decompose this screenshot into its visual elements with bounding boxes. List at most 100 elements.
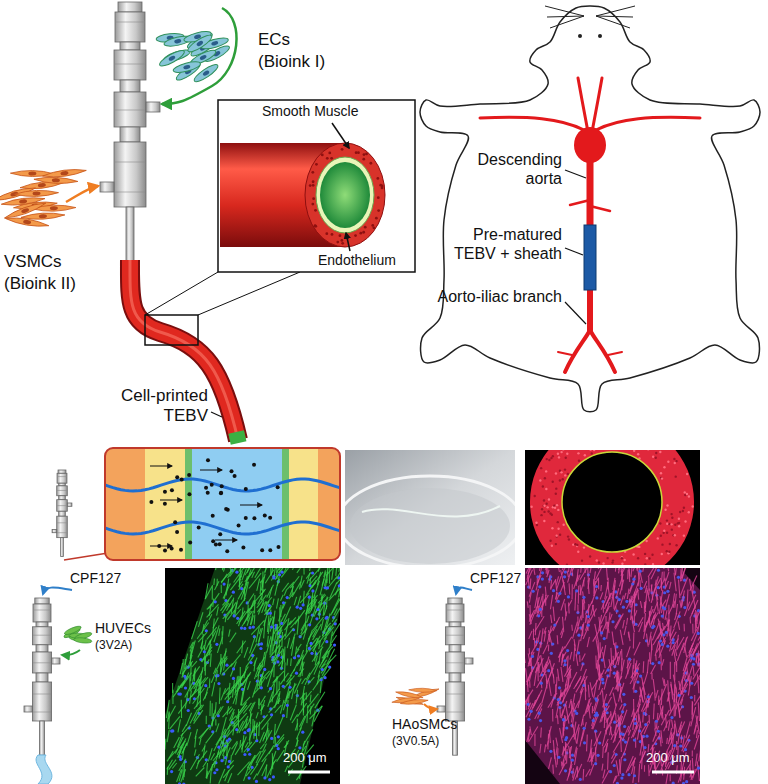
endothelial-micrograph	[273, 599, 274, 605]
flow-schematic	[163, 549, 167, 553]
endothelial-micrograph	[165, 568, 340, 784]
endothelial-micrograph	[232, 741, 238, 749]
flow-schematic	[244, 487, 248, 491]
cross-section-image	[651, 554, 653, 556]
vessel-inset	[330, 157, 333, 160]
smooth-muscle-micrograph	[610, 725, 612, 735]
printhead	[59, 511, 66, 516]
cross-section-image	[646, 557, 648, 559]
vasculature	[570, 200, 590, 205]
smooth-muscle-micrograph	[546, 568, 548, 574]
endothelial-micrograph	[178, 782, 181, 784]
endothelial-micrograph	[332, 607, 340, 622]
bioink-arrow	[66, 186, 98, 202]
printhead	[33, 635, 51, 636]
rat-outline	[420, 6, 760, 412]
cross-section-image	[661, 543, 663, 545]
smooth-muscle-micrograph	[563, 575, 566, 578]
smooth-muscle-micrograph	[535, 589, 539, 608]
endothelial-micrograph	[320, 680, 321, 693]
cross-section-image	[660, 477, 662, 479]
printhead	[40, 721, 45, 755]
endothelial-micrograph	[203, 677, 208, 683]
endothelial-micrograph	[220, 759, 223, 762]
printhead	[61, 538, 64, 557]
endothelial-micrograph	[209, 593, 220, 609]
vessel-inset	[362, 231, 365, 234]
cross-section-image	[566, 453, 568, 455]
endothelial-micrograph	[194, 706, 201, 721]
cross-section-image	[674, 534, 676, 536]
smooth-muscle-micrograph	[680, 600, 681, 608]
smooth-muscle-micrograph	[644, 765, 645, 771]
flow-schematic	[150, 465, 172, 466]
smooth-muscle-micrograph	[614, 775, 617, 781]
endothelial-micrograph	[268, 618, 270, 635]
smooth-muscle-cells	[50, 206, 58, 210]
cross-section-image	[591, 452, 593, 454]
cross-section-image	[543, 499, 545, 501]
cross-section-image	[660, 472, 662, 474]
flow-schematic	[244, 516, 248, 520]
endothelial-micrograph	[291, 637, 294, 656]
cross-section-image	[612, 559, 614, 561]
cross-section-image	[547, 510, 549, 512]
rat-outline	[547, 16, 584, 17]
endothelial-micrograph	[297, 644, 301, 650]
endothelial-micrograph	[235, 568, 239, 569]
endothelial-micrograph	[257, 595, 267, 608]
endothelial-micrograph	[171, 729, 174, 732]
endothelial-micrograph	[217, 746, 220, 749]
cross-section-image	[666, 523, 668, 525]
endothelial-micrograph	[257, 759, 266, 776]
endothelial-micrograph	[212, 703, 213, 718]
vessel-inset	[331, 233, 334, 236]
rat-outline	[550, 16, 584, 28]
leader-line	[565, 302, 586, 324]
smooth-muscle-micrograph	[616, 782, 619, 784]
endothelial-micrograph	[249, 661, 252, 664]
flow-schematic	[218, 542, 222, 546]
endothelial-micrograph	[284, 628, 293, 639]
endothelial-micrograph	[310, 695, 312, 703]
smooth-muscle-printing	[456, 588, 472, 595]
endothelial-micrograph	[267, 606, 272, 611]
endothelial-micrograph	[309, 706, 322, 719]
smooth-muscle-micrograph	[643, 661, 645, 673]
printhead	[446, 712, 464, 713]
smooth-muscle-micrograph	[684, 624, 685, 632]
flow-schematic	[145, 448, 185, 560]
flow-schematic	[187, 492, 191, 496]
endothelial-micrograph	[308, 608, 310, 614]
printhead	[449, 645, 461, 652]
endothelial-micrograph	[287, 700, 288, 718]
vessel-inset	[339, 234, 342, 237]
smooth-muscle-micrograph	[619, 568, 621, 573]
endothelial-micrograph	[300, 628, 308, 637]
endothelial-micrograph	[212, 585, 213, 600]
smooth-muscle-micrograph	[535, 616, 544, 631]
cross-section-image	[670, 523, 672, 525]
endothelial-micrograph	[215, 702, 217, 714]
cross-section-image	[674, 524, 676, 526]
endothelial-micrograph	[199, 676, 201, 694]
endothelial-micrograph	[281, 571, 284, 574]
smooth-muscle-micrograph	[626, 618, 628, 625]
endothelial-micrograph	[187, 709, 190, 712]
endothelial-micrograph	[199, 727, 210, 739]
smooth-muscle-micrograph	[546, 674, 548, 685]
endothelial-micrograph	[209, 614, 212, 620]
cross-section-image	[578, 460, 580, 462]
endothelial-micrograph	[215, 719, 216, 725]
endothelial-micrograph	[250, 712, 251, 724]
endothelial-micrograph	[169, 760, 176, 770]
endothelial-micrograph	[230, 568, 242, 577]
printhead	[57, 486, 68, 496]
endothelial-micrograph	[165, 739, 166, 750]
printhead	[445, 627, 464, 645]
smooth-muscle-micrograph	[549, 757, 552, 768]
printed-tube	[236, 432, 238, 443]
cross-section-image	[554, 507, 556, 509]
smooth-muscle-micrograph	[600, 642, 601, 657]
smooth-muscle-cells	[52, 178, 60, 182]
